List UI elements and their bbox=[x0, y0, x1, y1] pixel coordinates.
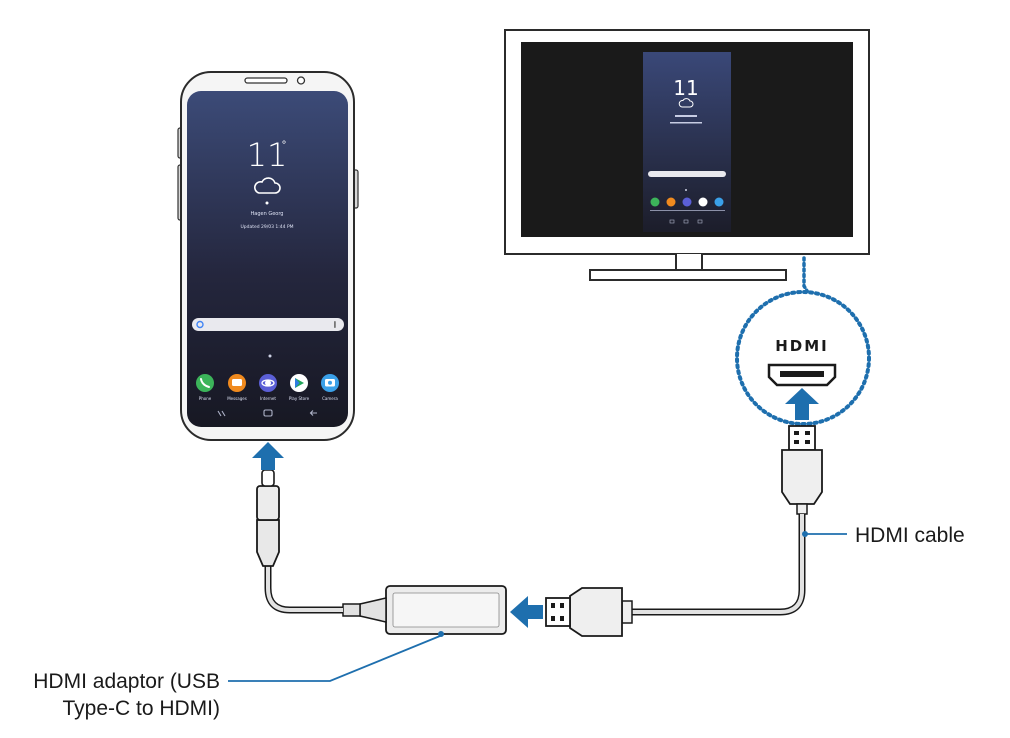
phone-location: Hagen Georg bbox=[251, 211, 284, 217]
phone-app-icon[interactable] bbox=[196, 374, 214, 392]
arrow-up-icon bbox=[785, 388, 819, 420]
recent-apps-icon bbox=[217, 410, 226, 417]
tv-mirrored-screen: 11 bbox=[643, 52, 731, 232]
hdmi-cable-wire bbox=[630, 514, 806, 616]
phone-search-bar[interactable] bbox=[192, 318, 344, 331]
phone-screen bbox=[187, 91, 348, 427]
smartphone: 11 ° Hagen Georg Updated 29/03 1:44 PM bbox=[177, 71, 359, 441]
play-store-app-icon[interactable] bbox=[290, 374, 308, 392]
hdmi-port-zoom: HDMI bbox=[735, 256, 871, 426]
hdmi-adaptor-leader bbox=[228, 635, 441, 682]
hdmi-adaptor-label-line2: Type-C to HDMI) bbox=[62, 697, 220, 720]
cloud-icon bbox=[254, 177, 281, 194]
phone-app-label: Phone bbox=[199, 396, 212, 401]
phone-app-label: Play Store bbox=[289, 396, 310, 401]
phone-updated: Updated 29/03 1:44 PM bbox=[240, 224, 293, 230]
phone-app-label: Internet bbox=[260, 396, 276, 401]
hdmi-port-icon bbox=[767, 363, 837, 387]
phone-app-icons bbox=[196, 374, 339, 392]
phone-app-label: Camera bbox=[322, 396, 338, 401]
phone-nav-bar bbox=[217, 409, 317, 417]
tv-clock: 11 bbox=[673, 76, 698, 100]
camera-app-icon[interactable] bbox=[321, 374, 339, 392]
home-icon bbox=[263, 409, 273, 417]
hdmi-logo: HDMI bbox=[775, 337, 829, 355]
television: 11 bbox=[504, 29, 870, 281]
phone-clock-degree: ° bbox=[282, 140, 287, 151]
arrow-left-icon bbox=[510, 596, 543, 628]
messages-app-icon[interactable] bbox=[228, 374, 246, 392]
usb-c-plug bbox=[256, 469, 280, 567]
hdmi-adaptor-label-line1: HDMI adaptor (USB bbox=[33, 670, 220, 693]
phone-clock: 11 bbox=[247, 136, 288, 174]
hdmi-plug-horizontal bbox=[545, 587, 633, 637]
back-icon bbox=[309, 410, 317, 416]
internet-app-icon[interactable] bbox=[259, 374, 277, 392]
hdmi-cable-connector bbox=[781, 425, 823, 515]
hdmi-cable-label: HDMI cable bbox=[855, 524, 965, 547]
hdmi-adaptor bbox=[342, 585, 507, 635]
usb-c-cable-wire bbox=[264, 566, 343, 614]
phone-app-label: Messages bbox=[227, 396, 247, 401]
arrow-up-icon bbox=[252, 442, 284, 470]
